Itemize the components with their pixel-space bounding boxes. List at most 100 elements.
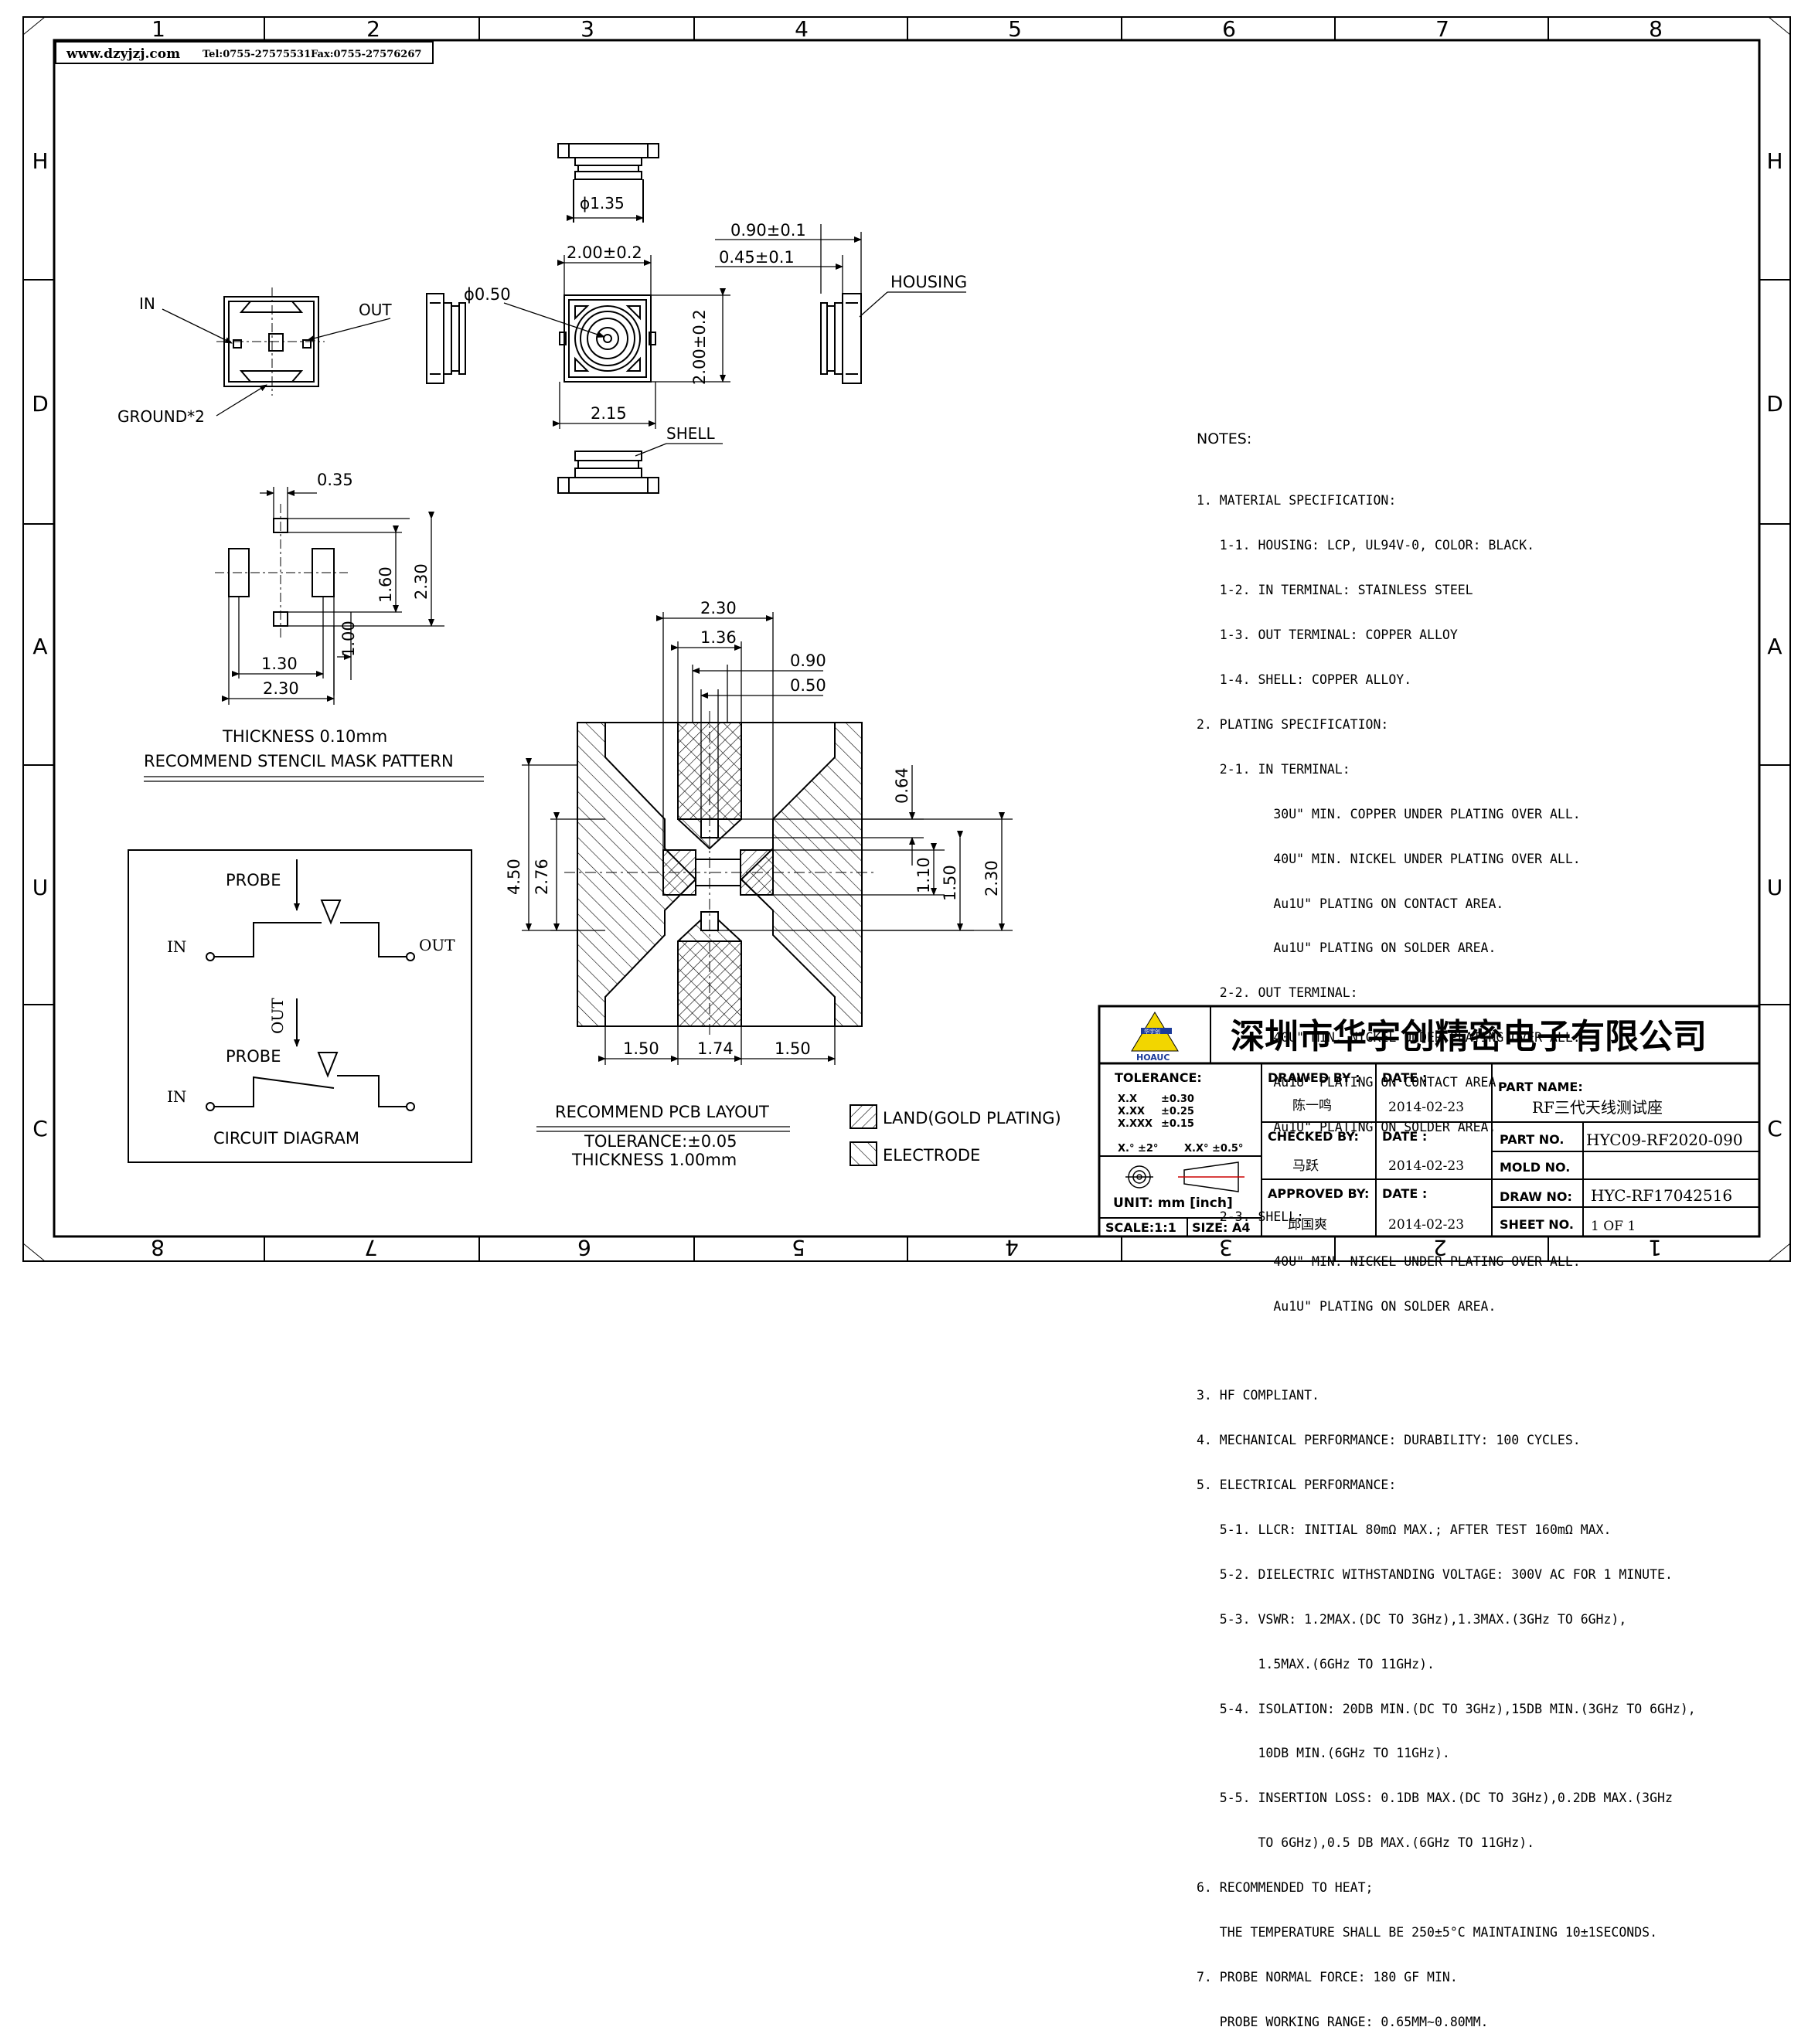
circuit-probe-1: PROBE [226,871,281,889]
dim-dia-135: ϕ1.35 [580,194,625,213]
approved-by-value: 邱国爽 [1288,1217,1327,1233]
row-label: A [1767,634,1782,659]
circuit-out-1: OUT [419,936,455,954]
sheet-border [22,16,1791,1262]
drawing-sheet: 1 2 3 4 5 6 7 8 1 2 3 4 5 6 7 8 H D A U … [22,16,1791,1262]
tel-text: Tel:0755-27575531 [203,49,311,60]
approved-by-label: APPROVED BY: [1268,1186,1369,1201]
tol-xxx-label: X.XX [1118,1106,1145,1117]
note-line: 2-2. OUT TERMINAL: [1197,985,1358,1001]
note-line: Au1U" PLATING ON SOLDER AREA. [1197,1298,1496,1314]
row-label: H [1766,148,1782,174]
part-name-label: PART NAME: [1498,1080,1583,1094]
fax-text: Fax:0755-27576267 [311,49,421,60]
date-label-1: DATE : [1382,1070,1427,1085]
col-label: 8 [151,1235,165,1260]
note-line: 2-1. IN TERMINAL: [1197,761,1350,777]
note-line: Au1U" PLATING ON CONTACT AREA. [1197,896,1504,911]
circuit-in-2: IN [167,1087,186,1106]
pcb-dim-110: 1.10 [914,857,933,893]
projection-symbol [1125,1161,1244,1192]
pcb-tolerance: TOLERANCE:±0.05 [584,1132,737,1151]
website-text: www.dzyjzj.com [66,46,180,62]
circuit-diagram: PROBE IN OUT OUT PROBE IN CIRCUIT DIAGRA… [128,849,472,1163]
row-label: U [32,875,49,900]
note-line: 5-1. LLCR: INITIAL 80mΩ MAX.; AFTER TEST… [1197,1522,1612,1537]
row-label: D [1766,391,1783,417]
note-line: THE TEMPERATURE SHALL BE 250±5°C MAINTAI… [1197,1924,1658,1940]
legend-electrode: ELECTRODE [883,1146,980,1165]
pcb-dim-276: 2.76 [533,859,551,895]
col-label: 4 [795,16,809,42]
top-side-view [557,143,659,223]
note-line: Au1U" PLATING ON SOLDER AREA. [1197,940,1496,956]
col-label: 1 [1648,1235,1662,1260]
part-no-value: HYC09-RF2020-090 [1586,1131,1743,1149]
pcb-dim-b2: 1.74 [697,1039,734,1058]
note-line: 2-3. SHELL: [1197,1209,1305,1224]
tol-xxxx-label: X.XXX [1118,1118,1153,1130]
out-label: OUT [359,301,392,319]
circuit-out-2: OUT [268,998,287,1034]
dim-230-h: 2.30 [263,679,299,698]
stencil-title: RECOMMEND STENCIL MASK PATTERN [144,752,454,770]
note-line: 3. HF COMPLIANT. [1197,1388,1319,1403]
tol-xx: ±0.30 [1161,1093,1194,1105]
date-value-1: 2014-02-23 [1388,1100,1464,1115]
pcb-dim-136: 1.36 [700,628,737,647]
drawed-by-value: 陈一鸣 [1292,1098,1332,1114]
stencil-pattern: 0.35 1.60 2.30 1.00 1.30 2.30 THICKNESS … [144,471,484,782]
col-label: 2 [366,16,380,42]
left-side-view [426,293,466,384]
notes-heading: NOTES: [1197,430,1252,447]
checked-by-label: CHECKED BY: [1268,1129,1359,1144]
date-label-2: DATE : [1382,1129,1427,1144]
note-line: 1-1. HOUSING: LCP, UL94V-0, COLOR: BLACK… [1197,538,1535,553]
footprint-view [162,287,391,417]
pcb-dim-230-top: 2.30 [700,599,737,617]
notes-block: NOTES: 1. MATERIAL SPECIFICATION: 1-1. H… [1197,402,1753,2044]
note-line: Au1U" PLATING ON CONTACT AREA. [1197,1075,1504,1090]
dim-090: 0.90±0.1 [730,221,806,240]
col-label: 3 [1219,1235,1233,1260]
note-line [1197,1343,1753,1358]
dim-height: 2.00±0.2 [690,309,709,385]
unit-label: UNIT: mm [inch] [1113,1195,1233,1211]
note-line: 1.5MAX.(6GHz TO 11GHz). [1197,1656,1435,1672]
dim-130: 1.30 [261,655,298,673]
sheet-no-label: SHEET NO. [1500,1217,1574,1232]
col-label: 8 [1649,16,1663,42]
note-line: Au1U" PLATING ON SOLDER AREA. [1197,1119,1496,1134]
pcb-dim-064: 0.64 [893,767,911,804]
col-label: 2 [1433,1235,1447,1260]
note-line: 7. PROBE NORMAL FORCE: 180 GF MIN. [1197,1969,1458,1984]
dim-dia-050: ϕ0.50 [464,285,511,304]
dim-width: 2.00±0.2 [567,243,642,262]
dim-230-v: 2.30 [412,563,431,600]
note-line: 1-4. SHELL: COPPER ALLOY. [1197,672,1412,688]
ground-label: GROUND*2 [117,407,205,426]
note-line: 30U" MIN. COPPER UNDER PLATING OVER ALL. [1197,806,1581,821]
note-line: 6. RECOMMENDED TO HEAT; [1197,1880,1374,1896]
date-value-2: 2014-02-23 [1388,1158,1464,1174]
row-label: D [32,391,49,417]
website-header: www.dzyjzj.com Tel:0755-27575531 Fax:075… [55,41,434,64]
company-logo: 华宇创 HOAUC [1131,1012,1179,1063]
checked-by-value: 马跃 [1292,1158,1319,1174]
note-line: 5-2. DIELECTRIC WITHSTANDING VOLTAGE: 30… [1197,1566,1673,1582]
note-line: 5-4. ISOLATION: 20DB MIN.(DC TO 3GHz),15… [1197,1701,1696,1716]
top-views: ϕ1.35 SHELL [117,143,967,494]
circuit-title: CIRCUIT DIAGRAM [213,1129,359,1148]
dim-160: 1.60 [376,566,395,603]
size-label: SIZE: A4 [1192,1220,1251,1235]
note-line: 2. PLATING SPECIFICATION: [1197,716,1389,732]
tol-xxxx: ±0.15 [1161,1118,1194,1130]
dim-045: 0.45±0.1 [719,248,795,267]
col-label: 7 [1435,16,1449,42]
sheet-no-value: 1 OF 1 [1591,1219,1636,1234]
draw-no-value: HYC-RF17042516 [1591,1186,1732,1205]
note-line [1197,1165,1753,1179]
draw-no-label: DRAW NO: [1500,1189,1572,1204]
drawed-by-label: DRAWED BY : [1268,1070,1360,1085]
note-line: 1. MATERIAL SPECIFICATION: [1197,493,1397,508]
